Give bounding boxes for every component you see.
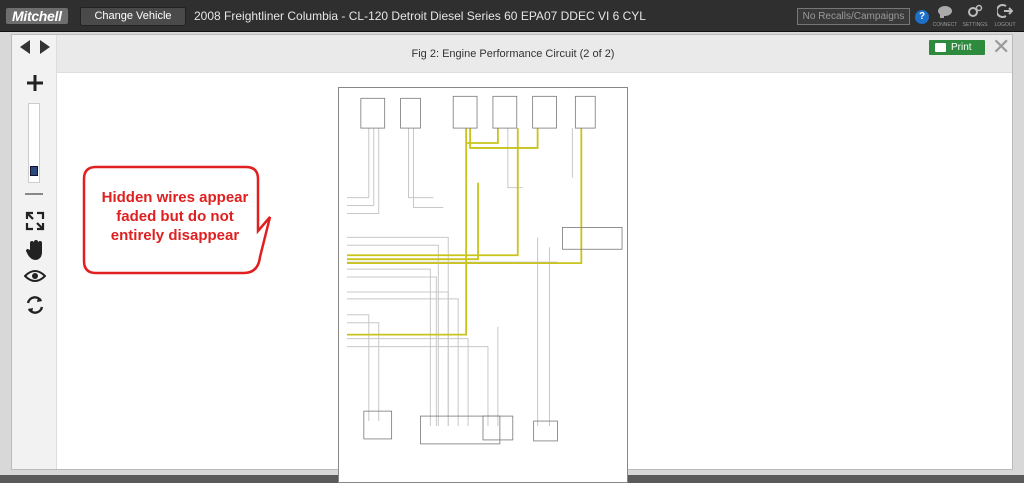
connect-icon[interactable]: CONNECT xyxy=(932,4,958,28)
active-wires xyxy=(346,128,583,336)
viewer-header xyxy=(57,35,1012,73)
callout-bubble xyxy=(82,165,272,275)
print-button[interactable]: Print xyxy=(929,40,985,55)
settings-icon[interactable]: SETTINGS xyxy=(962,4,988,28)
mitchell-logo: Mitchell xyxy=(6,8,68,24)
figure-viewer: Fig 2: Engine Performance Circuit (2 of … xyxy=(11,34,1013,483)
logout-icon[interactable]: LOGOUT xyxy=(992,4,1018,28)
top-bar: Mitchell Change Vehicle 2008 Freightline… xyxy=(0,0,1024,32)
previous-figure-icon[interactable] xyxy=(19,40,30,54)
wiring-diagram xyxy=(338,87,628,483)
faded-wires xyxy=(346,128,573,427)
zoom-slider[interactable] xyxy=(28,103,40,183)
viewer-toolbar xyxy=(12,35,57,469)
zoom-out-icon[interactable] xyxy=(25,193,43,195)
next-figure-icon[interactable] xyxy=(39,40,50,54)
zoom-slider-handle[interactable] xyxy=(30,166,38,176)
print-label: Print xyxy=(951,42,972,53)
help-icon[interactable]: ? xyxy=(915,10,929,24)
change-vehicle-button[interactable]: Change Vehicle xyxy=(80,7,186,26)
callout-text: Hidden wires appear faded but do not ent… xyxy=(101,189,249,244)
printer-icon xyxy=(935,43,946,52)
zoom-in-icon[interactable] xyxy=(12,73,57,98)
fit-to-screen-icon[interactable] xyxy=(12,211,57,236)
components xyxy=(360,95,623,445)
prev-next-nav xyxy=(12,39,57,60)
close-icon[interactable]: ✕ xyxy=(992,34,1011,59)
pan-hand-icon[interactable] xyxy=(12,239,57,266)
refresh-icon[interactable] xyxy=(12,295,57,320)
vehicle-title: 2008 Freightliner Columbia - CL-120 Detr… xyxy=(194,9,646,23)
recalls-button[interactable]: No Recalls/Campaigns xyxy=(797,8,910,25)
figure-title: Fig 2: Engine Performance Circuit (2 of … xyxy=(411,48,615,60)
eye-icon[interactable] xyxy=(12,269,57,288)
